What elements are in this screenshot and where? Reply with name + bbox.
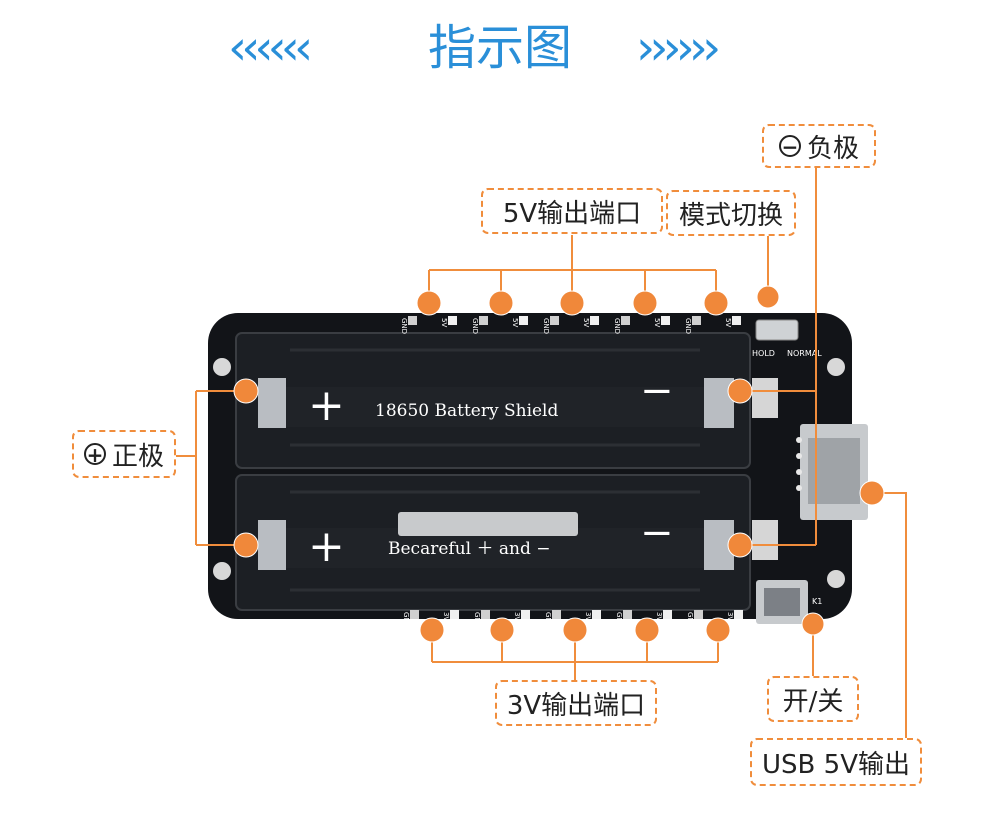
- minus-circle-icon: −: [778, 135, 801, 158]
- mode-switch: [755, 319, 799, 341]
- pin-label: 5V: [724, 318, 732, 327]
- pin-label: 5V: [511, 318, 519, 327]
- pin-label: GND: [613, 318, 621, 334]
- pin-label: 3V: [584, 612, 592, 621]
- pin-label: 3V: [655, 612, 663, 621]
- output-5v-label: 5V输出端口: [502, 198, 642, 229]
- pin-pad: [663, 610, 672, 619]
- pin-pad: [481, 610, 490, 619]
- switch-hold-label: HOLD: [752, 349, 775, 358]
- pin-pad: [479, 316, 488, 325]
- pin-pad: [450, 610, 459, 619]
- left-chevrons: ‹‹‹‹‹‹: [228, 20, 313, 76]
- positive-label: 正极: [111, 441, 164, 472]
- power-switch-label: 开/关: [782, 686, 844, 717]
- pin-pad: [661, 316, 670, 325]
- usb-output-callout: USB 5V输出: [750, 738, 922, 786]
- top-dot: [488, 290, 514, 316]
- plus-circle-icon: +: [83, 443, 106, 466]
- power-switch-mark: K1: [812, 597, 822, 606]
- bottom-dot: [705, 617, 731, 643]
- pin-label: GND: [542, 318, 550, 334]
- top-dot: [632, 290, 658, 316]
- negative-dot: [727, 378, 753, 404]
- header: ‹‹‹‹‹‹ 指示图 ››››››: [0, 0, 1000, 100]
- pin-label: 5V: [440, 318, 448, 327]
- mount-hole: [213, 358, 231, 376]
- top-dot: [703, 290, 729, 316]
- power-switch-callout: 开/关: [767, 676, 859, 722]
- pin-label: GND: [473, 612, 481, 628]
- battery-label: 18650 Battery Shield: [375, 401, 558, 421]
- pin-pad: [410, 610, 419, 619]
- bottom-dot: [634, 617, 660, 643]
- pin-pad: [550, 316, 559, 325]
- mount-hole: [827, 570, 845, 588]
- pin-label: GND: [686, 612, 694, 628]
- pin-label: GND: [400, 318, 408, 334]
- positive-contact-top: [258, 378, 286, 428]
- pin-label: 5V: [582, 318, 590, 327]
- output-3v-label: 3V输出端口: [506, 690, 646, 721]
- usb-dot: [859, 480, 885, 506]
- negative-label: 负极: [806, 133, 859, 164]
- mount-hole: [213, 562, 231, 580]
- mode-switch-label: 模式切换: [678, 200, 783, 231]
- mode-switch-callout: 模式切换: [666, 190, 796, 236]
- plus-mark-bottom: +: [308, 521, 345, 572]
- pin-pad: [592, 610, 601, 619]
- chip: [398, 512, 578, 536]
- power-switch-dot: [801, 612, 825, 636]
- pin-label: 5V: [653, 318, 661, 327]
- pin-pad: [734, 610, 743, 619]
- pin-label: 3V: [442, 612, 450, 621]
- positive-terminal-callout: + 正极: [72, 430, 176, 478]
- positive-dot: [233, 378, 259, 404]
- pin-label: GND: [402, 612, 410, 628]
- pin-label: GND: [684, 318, 692, 334]
- bottom-dot: [419, 617, 445, 643]
- right-chevrons: ››››››: [636, 20, 721, 76]
- pin-label: GND: [544, 612, 552, 628]
- mount-hole: [827, 358, 845, 376]
- pin-pad: [408, 316, 417, 325]
- pin-pad: [521, 610, 530, 619]
- polarity-warning: Becareful ＋ and −: [388, 539, 551, 559]
- minus-mark-bottom: −: [640, 510, 674, 556]
- usb-output-label: USB 5V输出: [762, 749, 910, 780]
- negative-terminal-callout: − 负极: [762, 124, 876, 168]
- pin-pad: [621, 316, 630, 325]
- output-3v-callout: 3V输出端口: [495, 680, 657, 726]
- output-5v-callout: 5V输出端口: [481, 188, 663, 234]
- negative-dot: [727, 532, 753, 558]
- top-dot: [416, 290, 442, 316]
- pin-pad: [448, 316, 457, 325]
- bottom-dot: [489, 617, 515, 643]
- switch-normal-label: NORMAL: [787, 349, 822, 358]
- plus-mark-top: +: [308, 380, 345, 431]
- pin-pad: [732, 316, 741, 325]
- page-title: 指示图: [427, 20, 572, 76]
- pin-pad: [692, 316, 701, 325]
- minus-mark-top: −: [640, 368, 674, 414]
- pin-pad: [552, 610, 561, 619]
- pin-label: GND: [615, 612, 623, 628]
- pin-pad: [590, 316, 599, 325]
- pin-pad: [694, 610, 703, 619]
- bottom-pin-labels: GND 3V GND 3V GND 3V GND 3V GND 3V: [402, 610, 743, 628]
- switch-dot: [756, 285, 780, 309]
- bottom-dot: [562, 617, 588, 643]
- pin-label: 3V: [726, 612, 734, 621]
- pin-pad: [623, 610, 632, 619]
- positive-contact-bottom: [258, 520, 286, 570]
- pin-label: 3V: [513, 612, 521, 621]
- pin-label: GND: [471, 318, 479, 334]
- positive-dot: [233, 532, 259, 558]
- top-pin-labels: GND 5V GND 5V GND 5V GND 5V GND 5V: [400, 316, 741, 334]
- pin-pad: [519, 316, 528, 325]
- top-dot: [559, 290, 585, 316]
